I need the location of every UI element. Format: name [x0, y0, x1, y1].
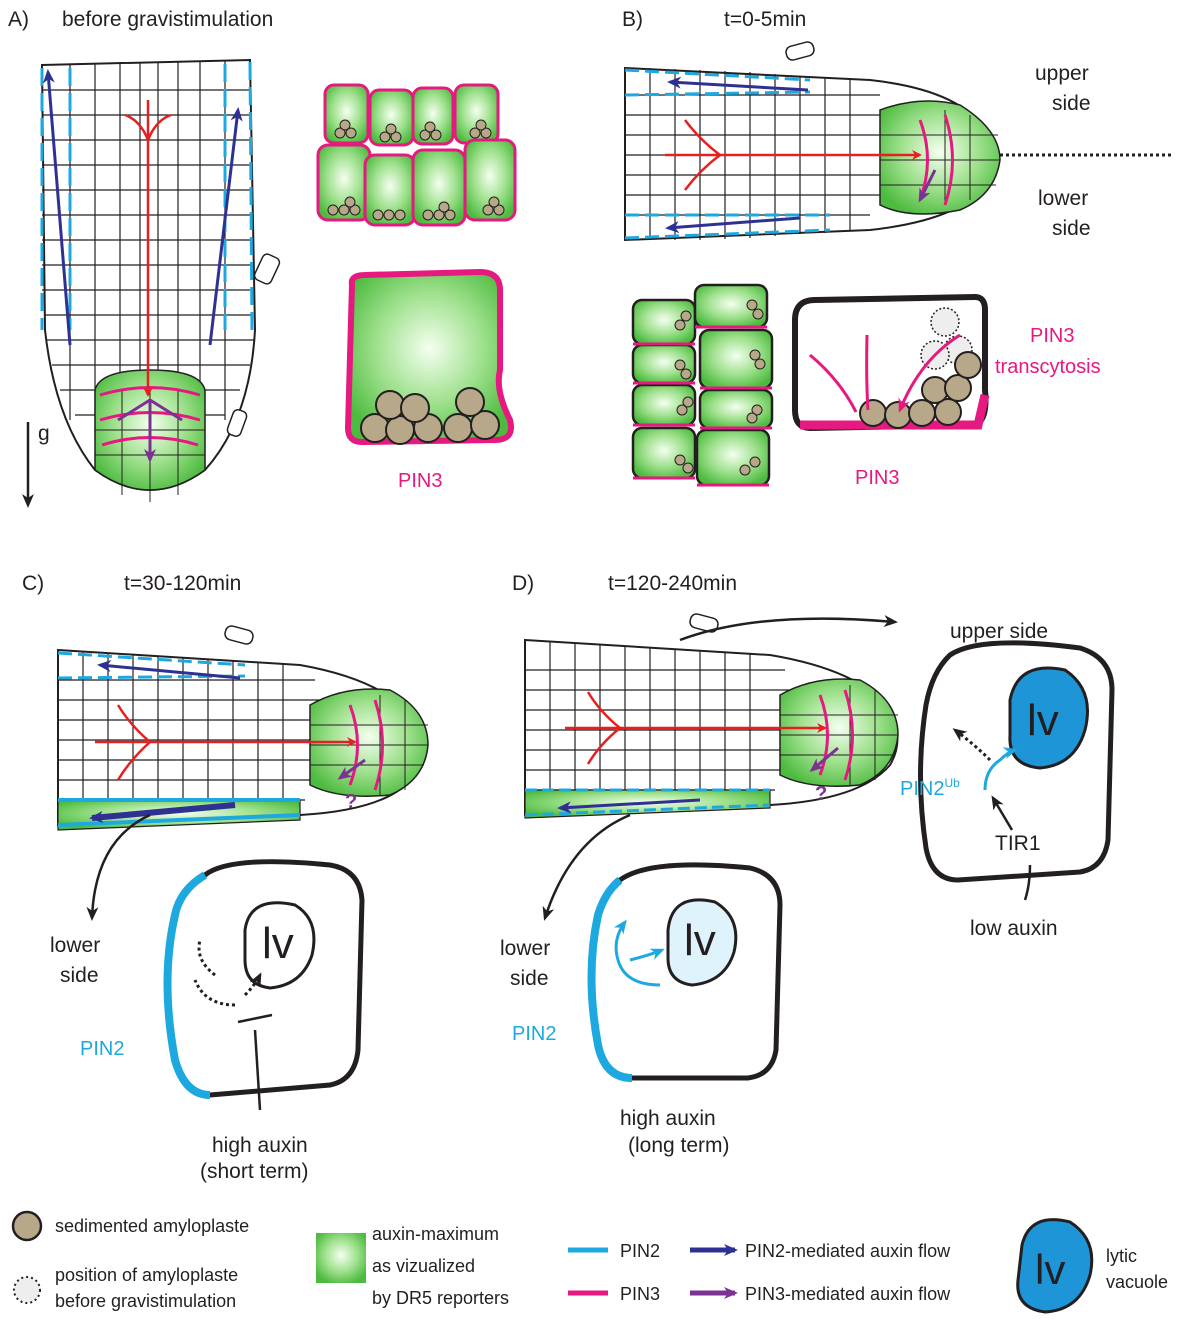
lower-label-d-2: side — [510, 967, 549, 990]
panel-b-letter: B) — [622, 8, 643, 31]
lower-label-c-2: side — [60, 964, 99, 987]
lower-label-b-1: lower — [1038, 187, 1088, 210]
columella-group-b — [633, 285, 772, 485]
legend-auxin-max-2: as vizualized — [372, 1256, 475, 1276]
panel-c: C) t=30-120min ? lower side lv PIN2 high… — [22, 572, 428, 1183]
upper-label-b-1: upper — [1035, 62, 1089, 85]
panel-a-letter: A) — [8, 8, 29, 31]
pin2ub-sup: Ub — [944, 776, 960, 790]
legend-lv-label: lv — [1035, 1246, 1065, 1293]
low-auxin-label: low auxin — [970, 917, 1058, 940]
auxin-max-d — [780, 679, 898, 786]
transcytosis-label-2: transcytosis — [995, 356, 1101, 378]
pin3-label-a: PIN3 — [398, 470, 442, 492]
lower-label-c-1: lower — [50, 934, 100, 957]
legend-old-position-2: before gravistimulation — [55, 1291, 236, 1311]
panel-a: A) before gravistimulation g — [8, 8, 515, 505]
auxin-max-b — [880, 101, 1000, 214]
legend-pin3-flow: PIN3-mediated auxin flow — [745, 1284, 951, 1304]
high-auxin-c-1: high auxin — [212, 1134, 308, 1157]
legend-pin2: PIN2 — [620, 1241, 660, 1261]
pin2-label-c: PIN2 — [80, 1038, 124, 1060]
legend-old-position-icon — [14, 1277, 40, 1303]
panel-a-title: before gravistimulation — [62, 8, 273, 31]
lv-label-d-upper: lv — [1027, 696, 1059, 745]
lv-label-c: lv — [262, 919, 294, 968]
legend-pin3: PIN3 — [620, 1284, 660, 1304]
lower-label-b-2: side — [1052, 217, 1091, 240]
question-c: ? — [345, 791, 357, 813]
legend-amyloplast-icon — [13, 1212, 41, 1240]
upper-label-b-2: side — [1052, 92, 1091, 115]
high-auxin-d-1: high auxin — [620, 1107, 716, 1130]
panel-d-title: t=120-240min — [608, 572, 737, 595]
legend-lytic-1: lytic — [1106, 1246, 1137, 1266]
pin2ub-text: PIN2 — [900, 778, 944, 800]
panel-c-title: t=30-120min — [124, 572, 241, 595]
high-auxin-d-2: (long term) — [628, 1134, 730, 1157]
tir1-label: TIR1 — [995, 832, 1041, 855]
upper-label-d: upper side — [950, 620, 1048, 643]
legend-pin2-flow: PIN2-mediated auxin flow — [745, 1241, 951, 1261]
pin2-label-d: PIN2 — [512, 1023, 556, 1045]
lower-side-arrow-c — [92, 815, 150, 918]
lower-label-d-1: lower — [500, 937, 550, 960]
legend-auxin-max-icon — [316, 1233, 366, 1283]
transcytosis-label-1: PIN3 — [1030, 325, 1074, 347]
legend: sedimented amyloplaste position of amylo… — [13, 1212, 1168, 1312]
panel-c-letter: C) — [22, 572, 44, 595]
legend-old-position-1: position of amyloplaste — [55, 1265, 238, 1285]
question-d: ? — [815, 783, 827, 805]
panel-d: D) t=120-240min ? upper side lower side … — [500, 572, 1112, 1157]
legend-lytic-2: vacuole — [1106, 1272, 1168, 1292]
high-auxin-c-2: (short term) — [200, 1160, 309, 1183]
legend-auxin-max-3: by DR5 reporters — [372, 1288, 509, 1308]
legend-auxin-max-1: auxin-maximum — [372, 1224, 499, 1244]
lv-label-d-lower: lv — [684, 916, 716, 965]
panel-b: B) t=0-5min upper side lower side — [622, 8, 1172, 489]
panel-b-title: t=0-5min — [724, 8, 806, 31]
panel-d-letter: D) — [512, 572, 534, 595]
legend-amyloplast: sedimented amyloplaste — [55, 1216, 249, 1236]
pin3-label-b: PIN3 — [855, 467, 899, 489]
gravity-label: g — [38, 422, 50, 445]
